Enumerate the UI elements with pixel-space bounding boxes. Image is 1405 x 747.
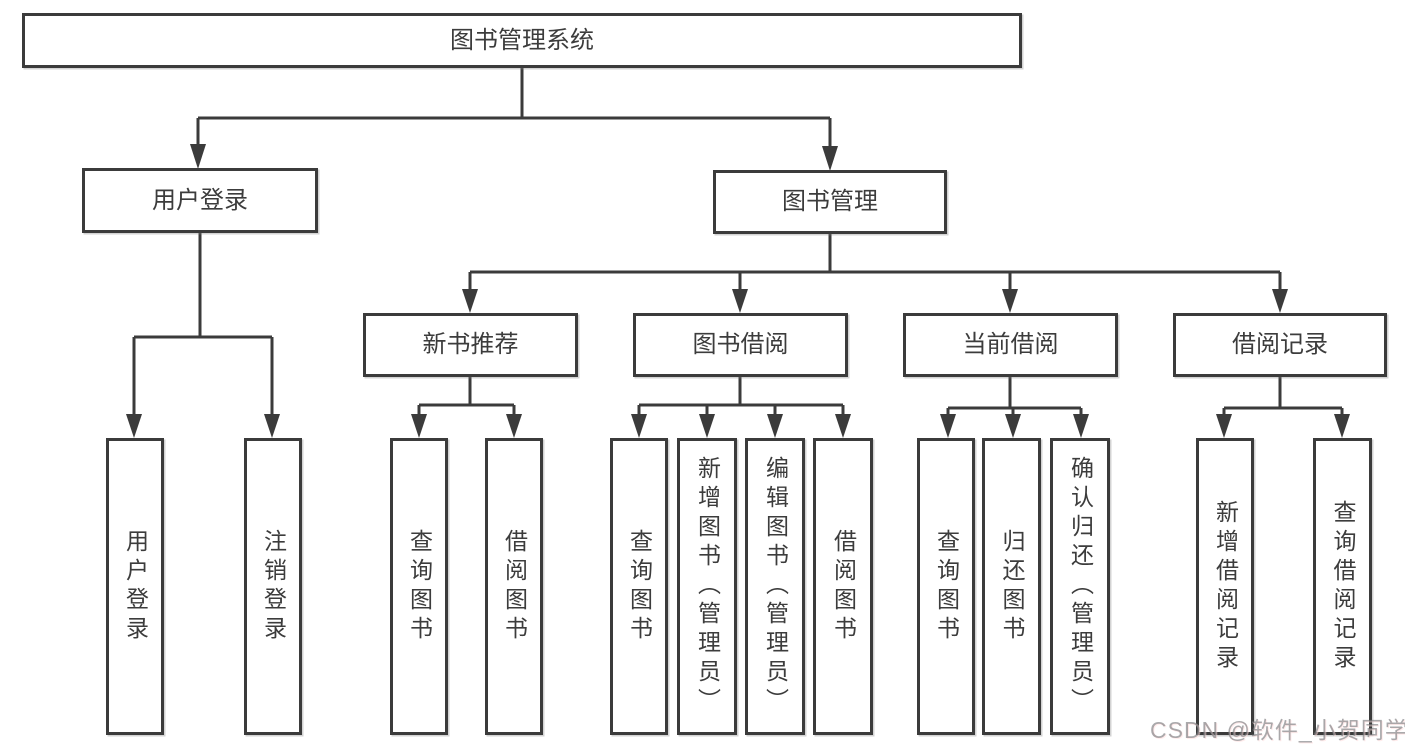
arrowhead-new-book (462, 289, 478, 313)
leaf-query-book-recommend: 查询图书 (390, 438, 448, 735)
arrowhead-a1 (126, 414, 142, 438)
arrowhead-d1 (940, 414, 956, 438)
leaf-query-book-borrowing: 查询图书 (610, 438, 668, 735)
node-root-system: 图书管理系统 (22, 13, 1022, 68)
arrowhead-user-login (190, 144, 206, 169)
leaf-add-borrow-record: 新增借阅记录 (1196, 438, 1254, 735)
arrowhead-d3 (1073, 414, 1089, 438)
node-current-borrowing: 当前借阅 (903, 313, 1118, 377)
leaf-confirm-return-admin: 确认归还（管理员） (1050, 438, 1110, 735)
arrowhead-e2 (1334, 414, 1350, 438)
node-book-borrowing: 图书借阅 (633, 313, 848, 377)
leaf-logout: 注销登录 (244, 438, 302, 735)
leaf-return-book: 归还图书 (982, 438, 1041, 735)
watermark-text: CSDN @软件_小贺同学 (1150, 717, 1405, 743)
leaf-borrow-book-recommend: 借阅图书 (485, 438, 543, 735)
arrowhead-d2 (1005, 414, 1021, 438)
arrowhead-book-mgmt (822, 146, 838, 171)
leaf-query-borrow-record: 查询借阅记录 (1313, 438, 1372, 735)
node-book-management: 图书管理 (713, 170, 947, 234)
arrowhead-book-borrow (732, 289, 748, 313)
arrowhead-b2 (506, 414, 522, 438)
leaf-add-book-admin: 新增图书（管理员） (677, 438, 737, 735)
arrowhead-e1 (1216, 414, 1232, 438)
node-new-book-recommend: 新书推荐 (363, 313, 578, 377)
arrowhead-c3 (767, 414, 783, 438)
arrowhead-borrow-record (1272, 289, 1288, 313)
node-user-login: 用户登录 (82, 168, 318, 233)
leaf-query-book-current: 查询图书 (917, 438, 975, 735)
arrowhead-b1 (411, 414, 427, 438)
arrowhead-c4 (835, 414, 851, 438)
arrowhead-c1 (631, 414, 647, 438)
leaf-user-login: 用户登录 (106, 438, 164, 735)
leaf-edit-book-admin: 编辑图书（管理员） (745, 438, 805, 735)
arrowhead-c2 (699, 414, 715, 438)
arrowhead-current-borrow (1002, 289, 1018, 313)
node-borrowing-records: 借阅记录 (1173, 313, 1387, 377)
leaf-borrow-book: 借阅图书 (813, 438, 873, 735)
arrowhead-a2 (264, 414, 280, 438)
arrowheads (126, 144, 1350, 438)
